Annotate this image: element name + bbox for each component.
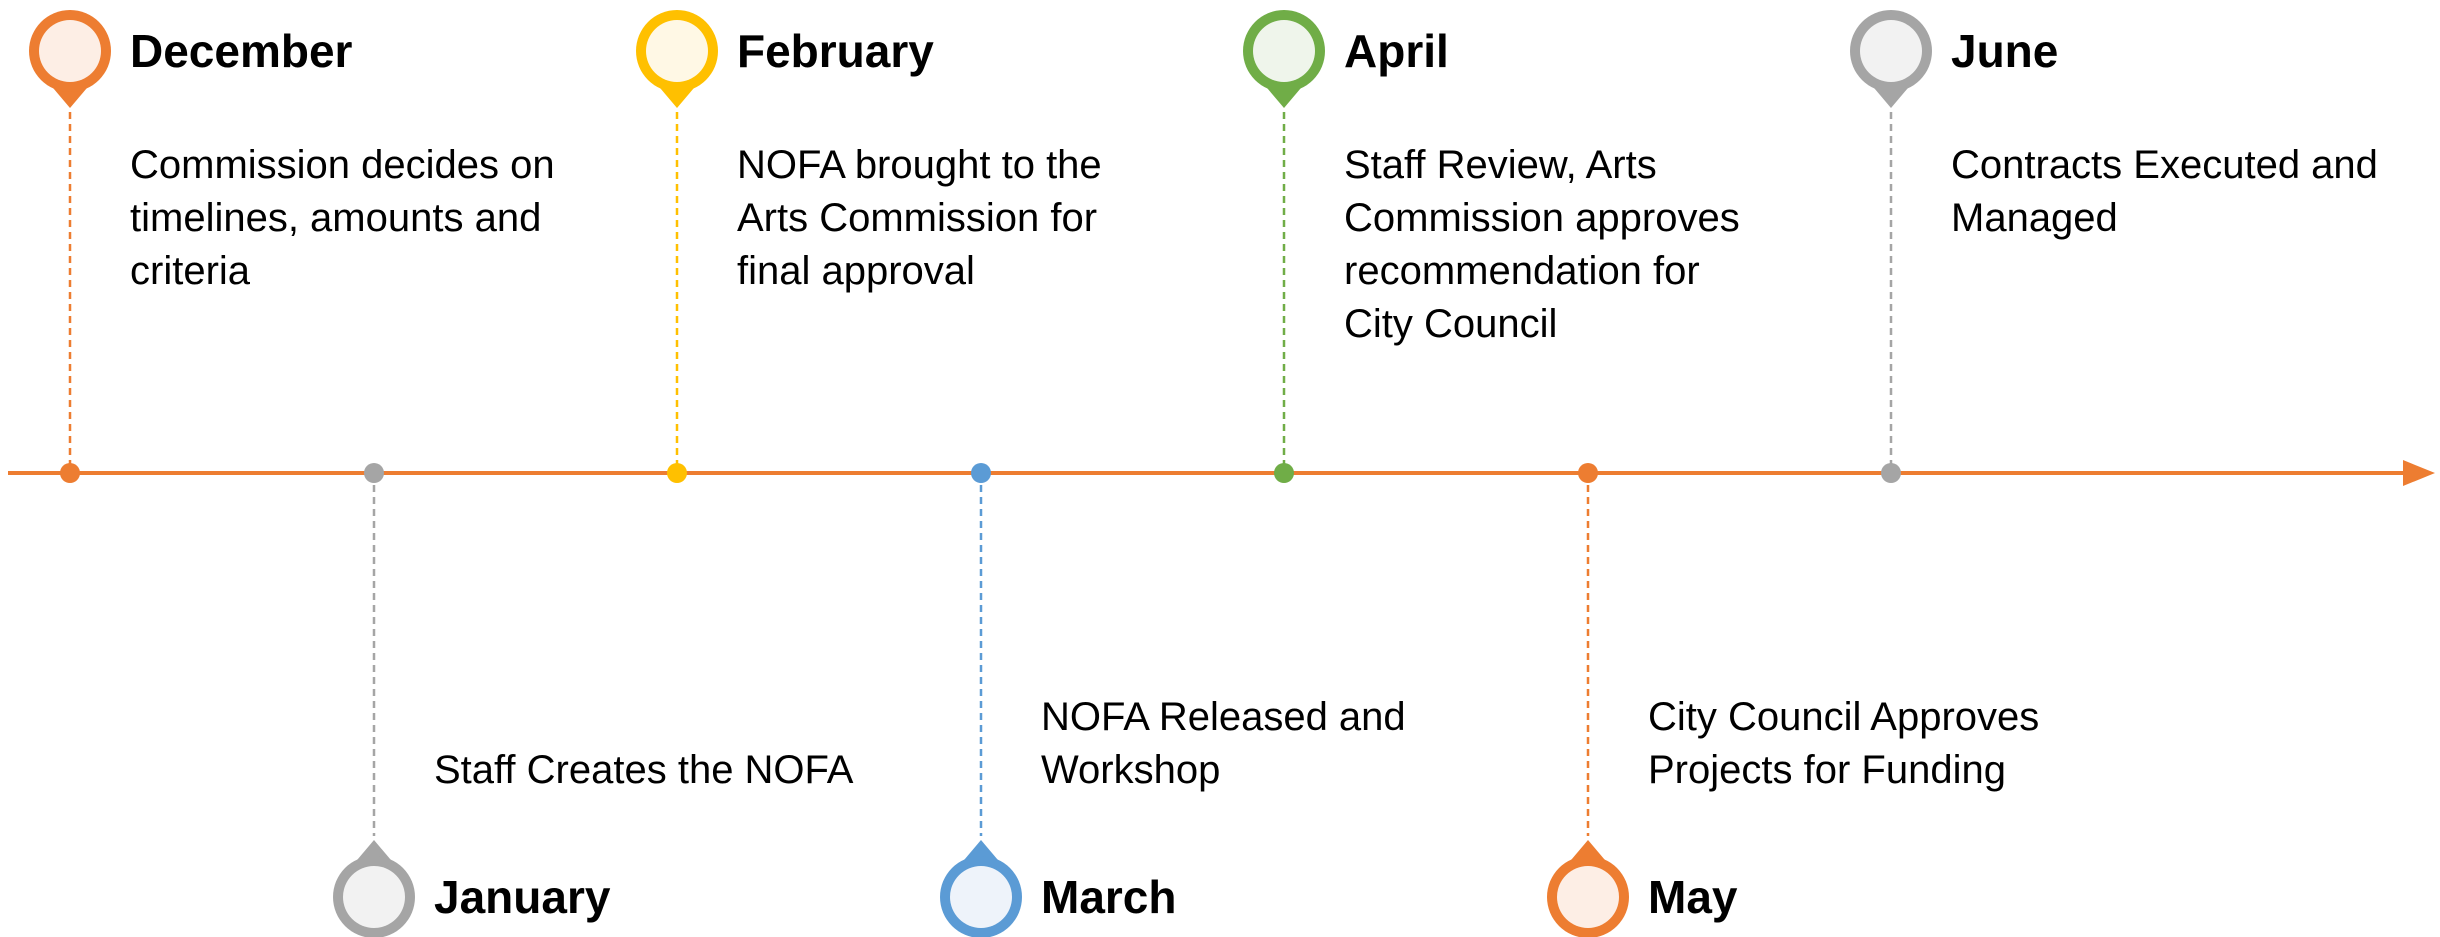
- description-line: Staff Creates the NOFA: [434, 748, 854, 792]
- description-line: Commission decides on: [130, 143, 555, 187]
- axis-dot: [60, 463, 80, 483]
- map-pin-icon: [940, 840, 1022, 937]
- pin-center: [1253, 20, 1315, 82]
- axis-dot: [364, 463, 384, 483]
- description-line: Contracts Executed and: [1951, 143, 2378, 187]
- month-label: May: [1648, 871, 1738, 923]
- timeline-arrowhead: [2403, 460, 2435, 486]
- description-line: NOFA Released and: [1041, 695, 1406, 739]
- map-pin-icon: [636, 10, 718, 108]
- axis-dot: [667, 463, 687, 483]
- description-line: timelines, amounts and: [130, 196, 541, 240]
- description-line: final approval: [737, 249, 975, 293]
- pin-center: [343, 866, 405, 928]
- description-line: Staff Review, Arts: [1344, 143, 1657, 187]
- map-pin-icon: [1850, 10, 1932, 108]
- pin-center: [39, 20, 101, 82]
- month-label: June: [1951, 25, 2058, 77]
- map-pin-icon: [1243, 10, 1325, 108]
- description-line: Workshop: [1041, 748, 1220, 792]
- axis-dot: [1274, 463, 1294, 483]
- axis-dot: [1578, 463, 1598, 483]
- month-label: January: [434, 871, 611, 923]
- pin-center: [950, 866, 1012, 928]
- description-line: City Council: [1344, 302, 1557, 346]
- map-pin-icon: [333, 840, 415, 937]
- pin-center: [646, 20, 708, 82]
- description-line: Arts Commission for: [737, 196, 1097, 240]
- description-line: NOFA brought to the: [737, 143, 1102, 187]
- month-label: February: [737, 25, 934, 77]
- description-line: recommendation for: [1344, 249, 1700, 293]
- description-line: Commission approves: [1344, 196, 1740, 240]
- description-line: Projects for Funding: [1648, 748, 2006, 792]
- milestone-january: January Staff Creates the NOFA: [333, 463, 854, 937]
- pin-center: [1557, 866, 1619, 928]
- month-label: April: [1344, 25, 1449, 77]
- pin-center: [1860, 20, 1922, 82]
- month-label: March: [1041, 871, 1176, 923]
- map-pin-icon: [29, 10, 111, 108]
- description-line: Managed: [1951, 196, 2118, 240]
- description-line: City Council Approves: [1648, 695, 2039, 739]
- month-label: December: [130, 25, 353, 77]
- description-line: criteria: [130, 249, 251, 293]
- axis-dot: [971, 463, 991, 483]
- axis-dot: [1881, 463, 1901, 483]
- map-pin-icon: [1547, 840, 1629, 937]
